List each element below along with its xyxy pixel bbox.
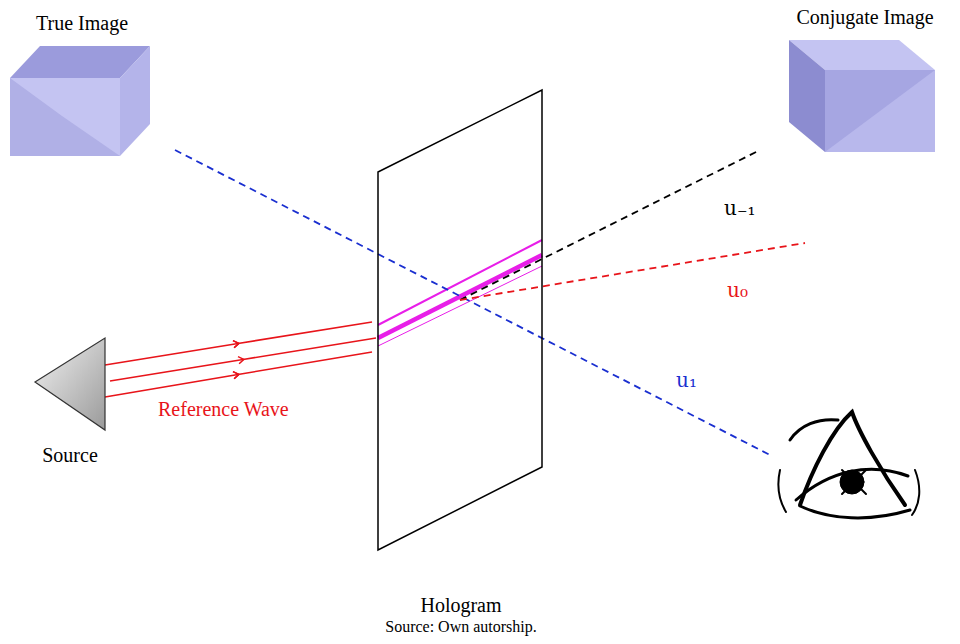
- cube-face: [825, 70, 935, 152]
- node-label: Hologram: [376, 594, 546, 617]
- minus-first-order-ray: [460, 150, 760, 300]
- order-label: u₁: [676, 368, 697, 392]
- zero-order-ray: [460, 243, 805, 300]
- order-label: u₀: [727, 278, 748, 302]
- edge-label: Reference Wave: [158, 398, 289, 421]
- shape-outline: [376, 86, 546, 618]
- connectors: [110, 338, 376, 381]
- source-emitter: [35, 338, 105, 430]
- cube-face: [10, 78, 120, 156]
- hologram-node: Hologram: [376, 86, 546, 618]
- cube-face: [120, 46, 150, 156]
- source-node: Source: [30, 330, 110, 472]
- cube-face: [10, 78, 120, 156]
- image-cube: True Image: [2, 6, 162, 158]
- order-label: u₋₁: [724, 196, 755, 220]
- cube-face: [825, 70, 935, 152]
- reference-wave-ray: [110, 338, 376, 381]
- eye-sketch: [778, 412, 919, 518]
- image-cube: Conjugate Image: [775, 4, 955, 156]
- node-label: True Image: [2, 12, 162, 35]
- interference-fringe: [378, 240, 542, 325]
- reference-ray: [105, 352, 372, 397]
- node-label: Source: [30, 444, 110, 467]
- figure-caption: Source: Own autorship.: [385, 618, 537, 636]
- cube-face: [789, 40, 825, 152]
- hologram-plate: [378, 90, 542, 550]
- interference-fringe: [378, 266, 542, 346]
- node-label: Conjugate Image: [775, 6, 955, 29]
